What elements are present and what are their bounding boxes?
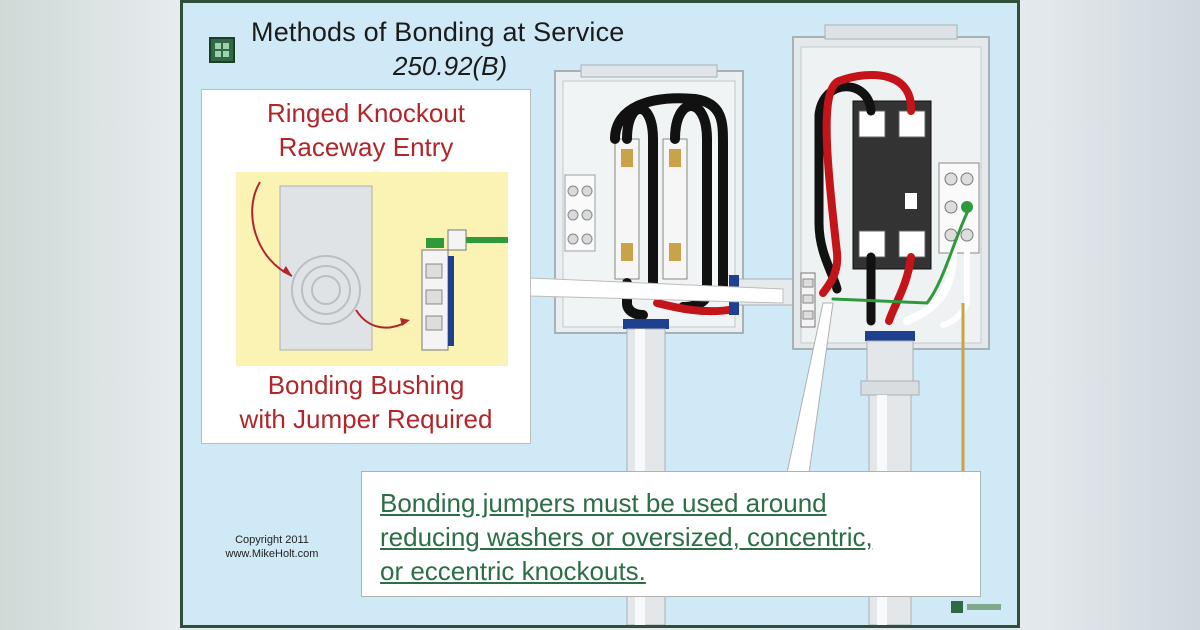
inset-top-label-line2: Raceway Entry [278, 132, 454, 162]
knockout-illustration [251, 181, 508, 351]
copyright-line-2: www.MikeHolt.com [225, 548, 319, 560]
neutral-bar [938, 162, 980, 254]
copyright-notice: Copyright 2011 www.MikeHolt.com [213, 533, 331, 561]
callout-line-1: Bonding jumpers must be used around [380, 488, 827, 518]
mike-holt-logo-icon [209, 37, 235, 63]
inset-bottom-label-line2: with Jumper Required [239, 404, 493, 434]
callout-line-2: reducing washers or oversized, concentri… [380, 522, 873, 552]
panel-bonding-bushing [800, 272, 816, 328]
panel-conductors [814, 71, 970, 328]
meter-conductors [610, 93, 728, 320]
meter-jaws [614, 138, 688, 280]
meter-bushing [623, 319, 669, 329]
meter-red-conductor [653, 299, 739, 316]
inset-bottom-label-line1: Bonding Bushing [267, 370, 465, 400]
inset-illustration [236, 172, 508, 366]
main-breaker [852, 100, 932, 270]
code-reference: 250.92(B) [393, 51, 508, 81]
copyright-line-1: Copyright 2011 [235, 534, 309, 546]
diagram-title: Methods of Bonding at Service [251, 17, 625, 47]
inset-top-label-line1: Ringed Knockout [266, 98, 466, 128]
callout-line-3: or eccentric knockouts. [380, 556, 646, 586]
inset-top-label: Ringed Knockout Raceway Entry [202, 96, 530, 164]
callout-box: Bonding jumpers must be used around redu… [361, 471, 981, 597]
meter-terminal-block [564, 174, 596, 252]
inset-detail: Ringed Knockout Raceway Entry [201, 89, 531, 444]
inset-bottom-label: Bonding Bushing with Jumper Required [202, 368, 530, 436]
diagram-slide: Methods of Bonding at Service 250.92(B) … [180, 0, 1020, 628]
mike-holt-mini-logo-icon [951, 601, 1001, 613]
panel-bushing [865, 331, 915, 341]
